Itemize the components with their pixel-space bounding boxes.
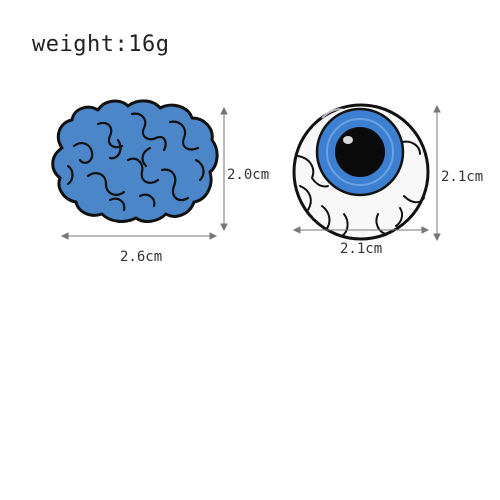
brain-width-dimension <box>60 232 218 240</box>
eyeball-pupil <box>335 127 385 177</box>
eyeball-iris-ring <box>326 118 394 186</box>
brain-height-label: 2.0cm <box>227 167 270 183</box>
eyeball-width-label: 2.1cm <box>340 241 383 257</box>
weight-label: weight:16g <box>32 32 170 57</box>
brain-pin <box>51 99 219 223</box>
eyeball-height-dimension <box>433 104 441 242</box>
eyeball-pin <box>292 103 430 241</box>
eyeball-veins <box>297 140 425 237</box>
eyeball-height-label: 2.1cm <box>441 169 484 185</box>
eyeball-width-dimension <box>292 226 430 234</box>
brain-body <box>51 99 219 223</box>
eyeball-highlight <box>343 136 353 144</box>
eyeball-shine <box>321 108 345 119</box>
brain-height-dimension <box>220 106 228 232</box>
brain-width-label: 2.6cm <box>120 249 163 265</box>
brain-folds <box>66 112 205 212</box>
